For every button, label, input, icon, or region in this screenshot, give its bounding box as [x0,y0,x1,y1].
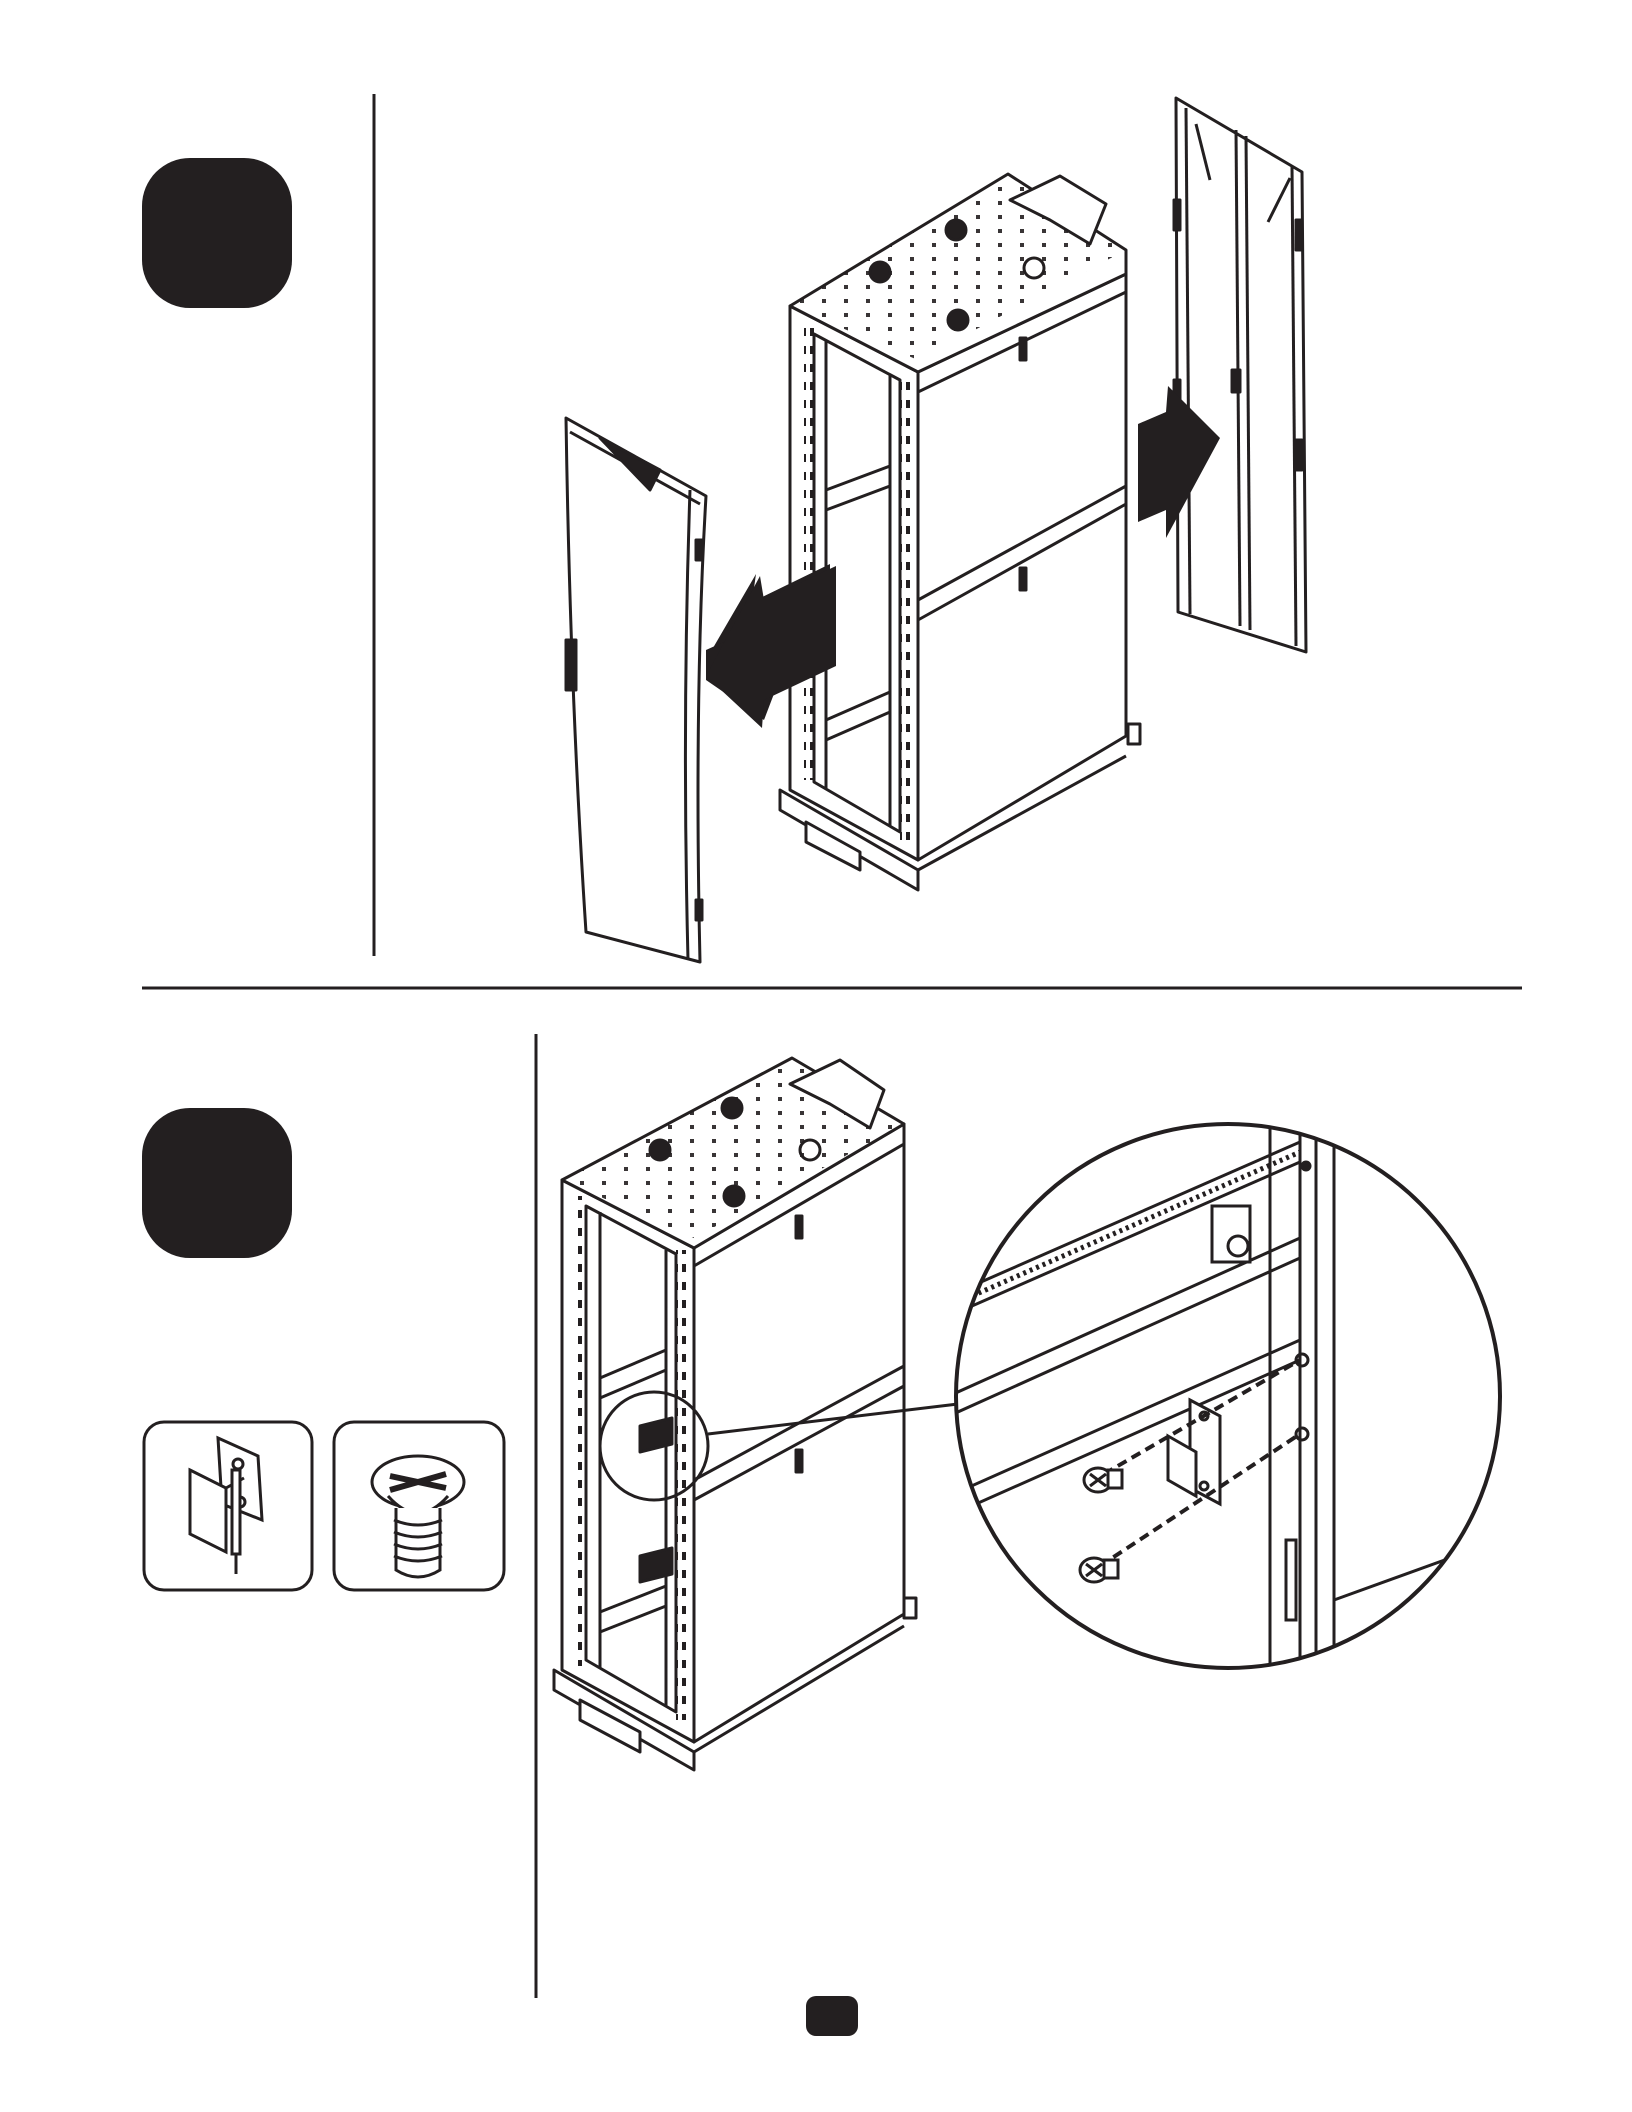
step-2 [142,1034,1500,1998]
step-1-badge [142,158,292,308]
part-hinge [144,1422,312,1590]
page-number-tab [806,1996,858,2036]
rack-cabinet-icon [780,174,1140,890]
rack-cabinet-icon [554,1058,916,1770]
step-2-badge [142,1108,292,1258]
front-door-icon [566,418,706,962]
step-1 [142,94,1306,962]
side-panel-icon [1174,98,1306,652]
part-screw [334,1422,504,1590]
